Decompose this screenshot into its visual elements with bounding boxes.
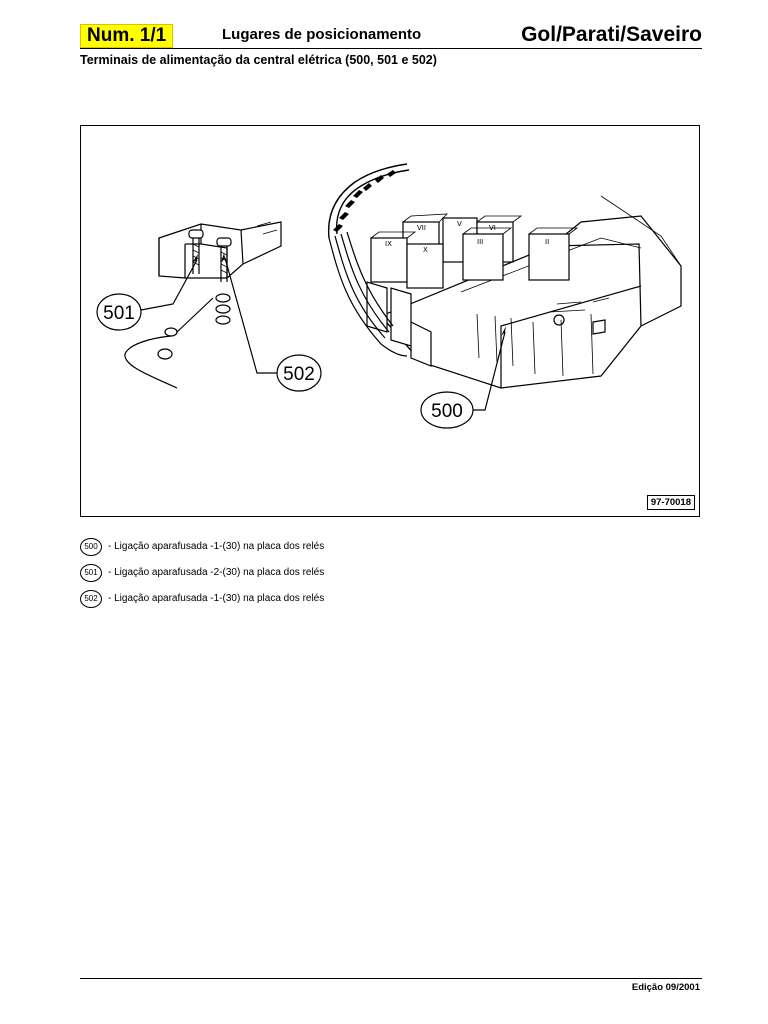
figure-code: 97-70018 [646,495,695,510]
callout-502: 502 [283,364,315,385]
relay-label-iii: III [477,238,483,246]
page-subtitle: Terminais de alimentação da central elét… [80,53,437,67]
legend-code-badge: 500 [80,538,102,556]
relay-label-ii: II [545,238,549,246]
relay-label-ix: IX [385,240,392,248]
technical-figure: VII V VI IX X III II 501 502 500 97-70 [80,125,700,517]
relay-label-x: X [423,246,428,254]
relay-label-v: V [457,220,462,228]
footer-rule [80,978,702,979]
relay-label-vi: VI [489,224,496,232]
callout-501: 501 [103,303,135,324]
relay-plate-drawing: VII V VI IX X III II 501 502 500 [96,163,682,429]
document-title: Lugares de posicionamento [222,26,422,43]
callout-500: 500 [431,401,463,422]
edition-label: Edição 09/2001 [631,982,700,993]
vehicle-model: Gol/Parati/Saveiro [521,23,702,46]
legend-description: - Ligação aparafusada -2-(30) na placa d… [108,567,325,578]
legend-code-badge: 501 [80,564,102,582]
relay-labels: VII V VI IX X III II [385,220,549,254]
legend-description: - Ligação aparafusada -1-(30) na placa d… [108,541,325,552]
legend-code-badge: 502 [80,590,102,608]
relay-label-vii: VII [417,224,426,232]
header-rule [80,48,702,49]
page-number-badge: Num. 1/1 [80,24,174,48]
legend-description: - Ligação aparafusada -1-(30) na placa d… [108,593,325,604]
